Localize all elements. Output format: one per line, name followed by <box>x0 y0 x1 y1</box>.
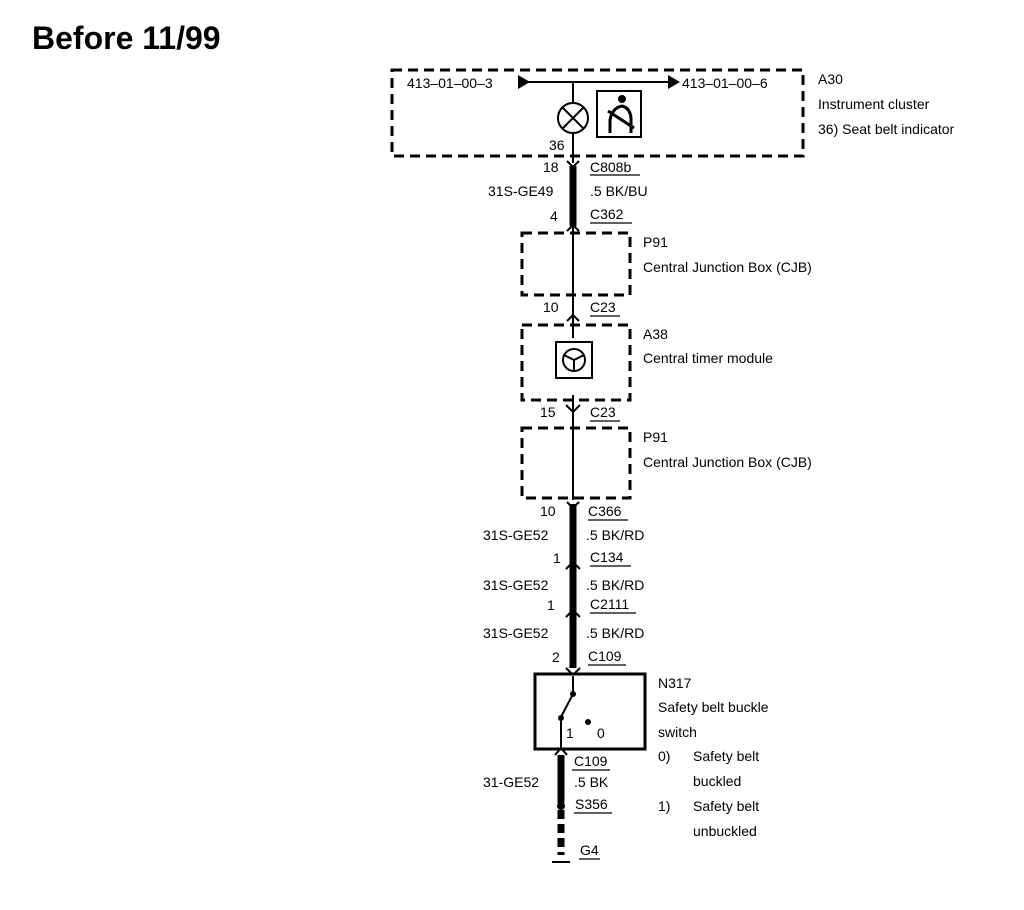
cluster-ref-left: 413–01–00–3 <box>407 75 493 91</box>
instrument-cluster-box <box>390 68 805 158</box>
cluster-name: Instrument cluster <box>818 96 930 112</box>
cluster-id: A30 <box>818 71 843 87</box>
svg-text:4: 4 <box>550 208 558 224</box>
wire3-circuit: 31S-GE52 <box>483 577 549 593</box>
svg-text:C134: C134 <box>590 549 624 565</box>
switch-contact-icon <box>558 676 591 748</box>
connector-c23-bottom: 15 C23 <box>540 404 620 422</box>
legend1-line2: unbuckled <box>693 823 757 839</box>
wire3-spec: .5 BK/RD <box>586 577 644 593</box>
cjb2-name: Central Junction Box (CJB) <box>643 454 812 470</box>
cjb-box-bottom <box>520 426 632 500</box>
svg-text:10: 10 <box>543 299 559 315</box>
ground-name: G4 <box>580 842 599 858</box>
wire4-circuit: 31S-GE52 <box>483 625 549 641</box>
legend0-line1: Safety belt <box>693 748 759 764</box>
svg-text:10: 10 <box>540 503 556 519</box>
svg-text:C808b: C808b <box>590 159 631 175</box>
connector-c808b: 18 C808b <box>543 159 640 176</box>
svg-text:2: 2 <box>552 649 560 665</box>
switch-name-line2: switch <box>658 724 697 740</box>
cjb-box-top <box>520 231 632 297</box>
timer-name: Central timer module <box>643 350 773 366</box>
svg-text:1: 1 <box>553 550 561 566</box>
svg-text:C2111: C2111 <box>590 596 629 612</box>
wire1-circuit: 31S-GE49 <box>488 183 554 199</box>
page-title: Before 11/99 <box>32 20 221 56</box>
connector-c109-bottom: C109 <box>574 753 608 769</box>
timer-id: A38 <box>643 326 668 342</box>
svg-text:15: 15 <box>540 404 556 420</box>
wire1-spec: .5 BK/BU <box>590 183 648 199</box>
wire4-spec: .5 BK/RD <box>586 625 644 641</box>
connector-c2111: 1 C2111 <box>547 596 636 618</box>
connector-c109-top: 2 C109 <box>552 648 626 677</box>
svg-text:C362: C362 <box>590 206 624 222</box>
switch-id: N317 <box>658 675 692 691</box>
cluster-note: 36) Seat belt indicator <box>818 121 955 137</box>
legend1-line1: Safety belt <box>693 798 759 814</box>
svg-text:1: 1 <box>547 597 555 613</box>
cjb1-id: P91 <box>643 234 668 250</box>
svg-text:C109: C109 <box>588 648 622 664</box>
connector-c134: 1 C134 <box>553 549 631 570</box>
splice-name: S356 <box>575 796 608 812</box>
cluster-pin: 36 <box>549 137 565 153</box>
timer-module-box <box>520 323 632 402</box>
switch-pos1: 1 <box>566 725 574 741</box>
connector-c366: 10 C366 <box>540 501 628 521</box>
legend0-num: 0) <box>658 748 670 764</box>
wire5-circuit: 31-GE52 <box>483 774 539 790</box>
steering-wheel-icon <box>555 341 593 379</box>
cluster-ref-right: 413–01–00–6 <box>682 75 768 91</box>
cluster-bus-line <box>518 75 680 103</box>
cjb1-name: Central Junction Box (CJB) <box>643 259 812 275</box>
seat-belt-icon <box>596 90 642 138</box>
legend1-num: 1) <box>658 798 670 814</box>
switch-pos0: 0 <box>597 725 605 741</box>
splice-dot-icon <box>557 802 565 810</box>
ground-wire <box>552 746 570 863</box>
wire2-spec: .5 BK/RD <box>586 527 644 543</box>
indicator-lamp-icon <box>557 102 589 134</box>
wire5-spec: .5 BK <box>574 774 609 790</box>
connector-c362: 4 C362 <box>550 206 632 232</box>
switch-name-line1: Safety belt buckle <box>658 699 769 715</box>
cjb2-id: P91 <box>643 429 668 445</box>
svg-text:C23: C23 <box>590 299 616 315</box>
svg-text:C366: C366 <box>588 503 622 519</box>
wire2-circuit: 31S-GE52 <box>483 527 549 543</box>
buckle-switch-box <box>533 672 647 751</box>
legend0-line2: buckled <box>693 773 741 789</box>
connector-c23-top: 10 C23 <box>543 299 620 322</box>
svg-text:C23: C23 <box>590 404 616 420</box>
svg-text:18: 18 <box>543 159 559 175</box>
